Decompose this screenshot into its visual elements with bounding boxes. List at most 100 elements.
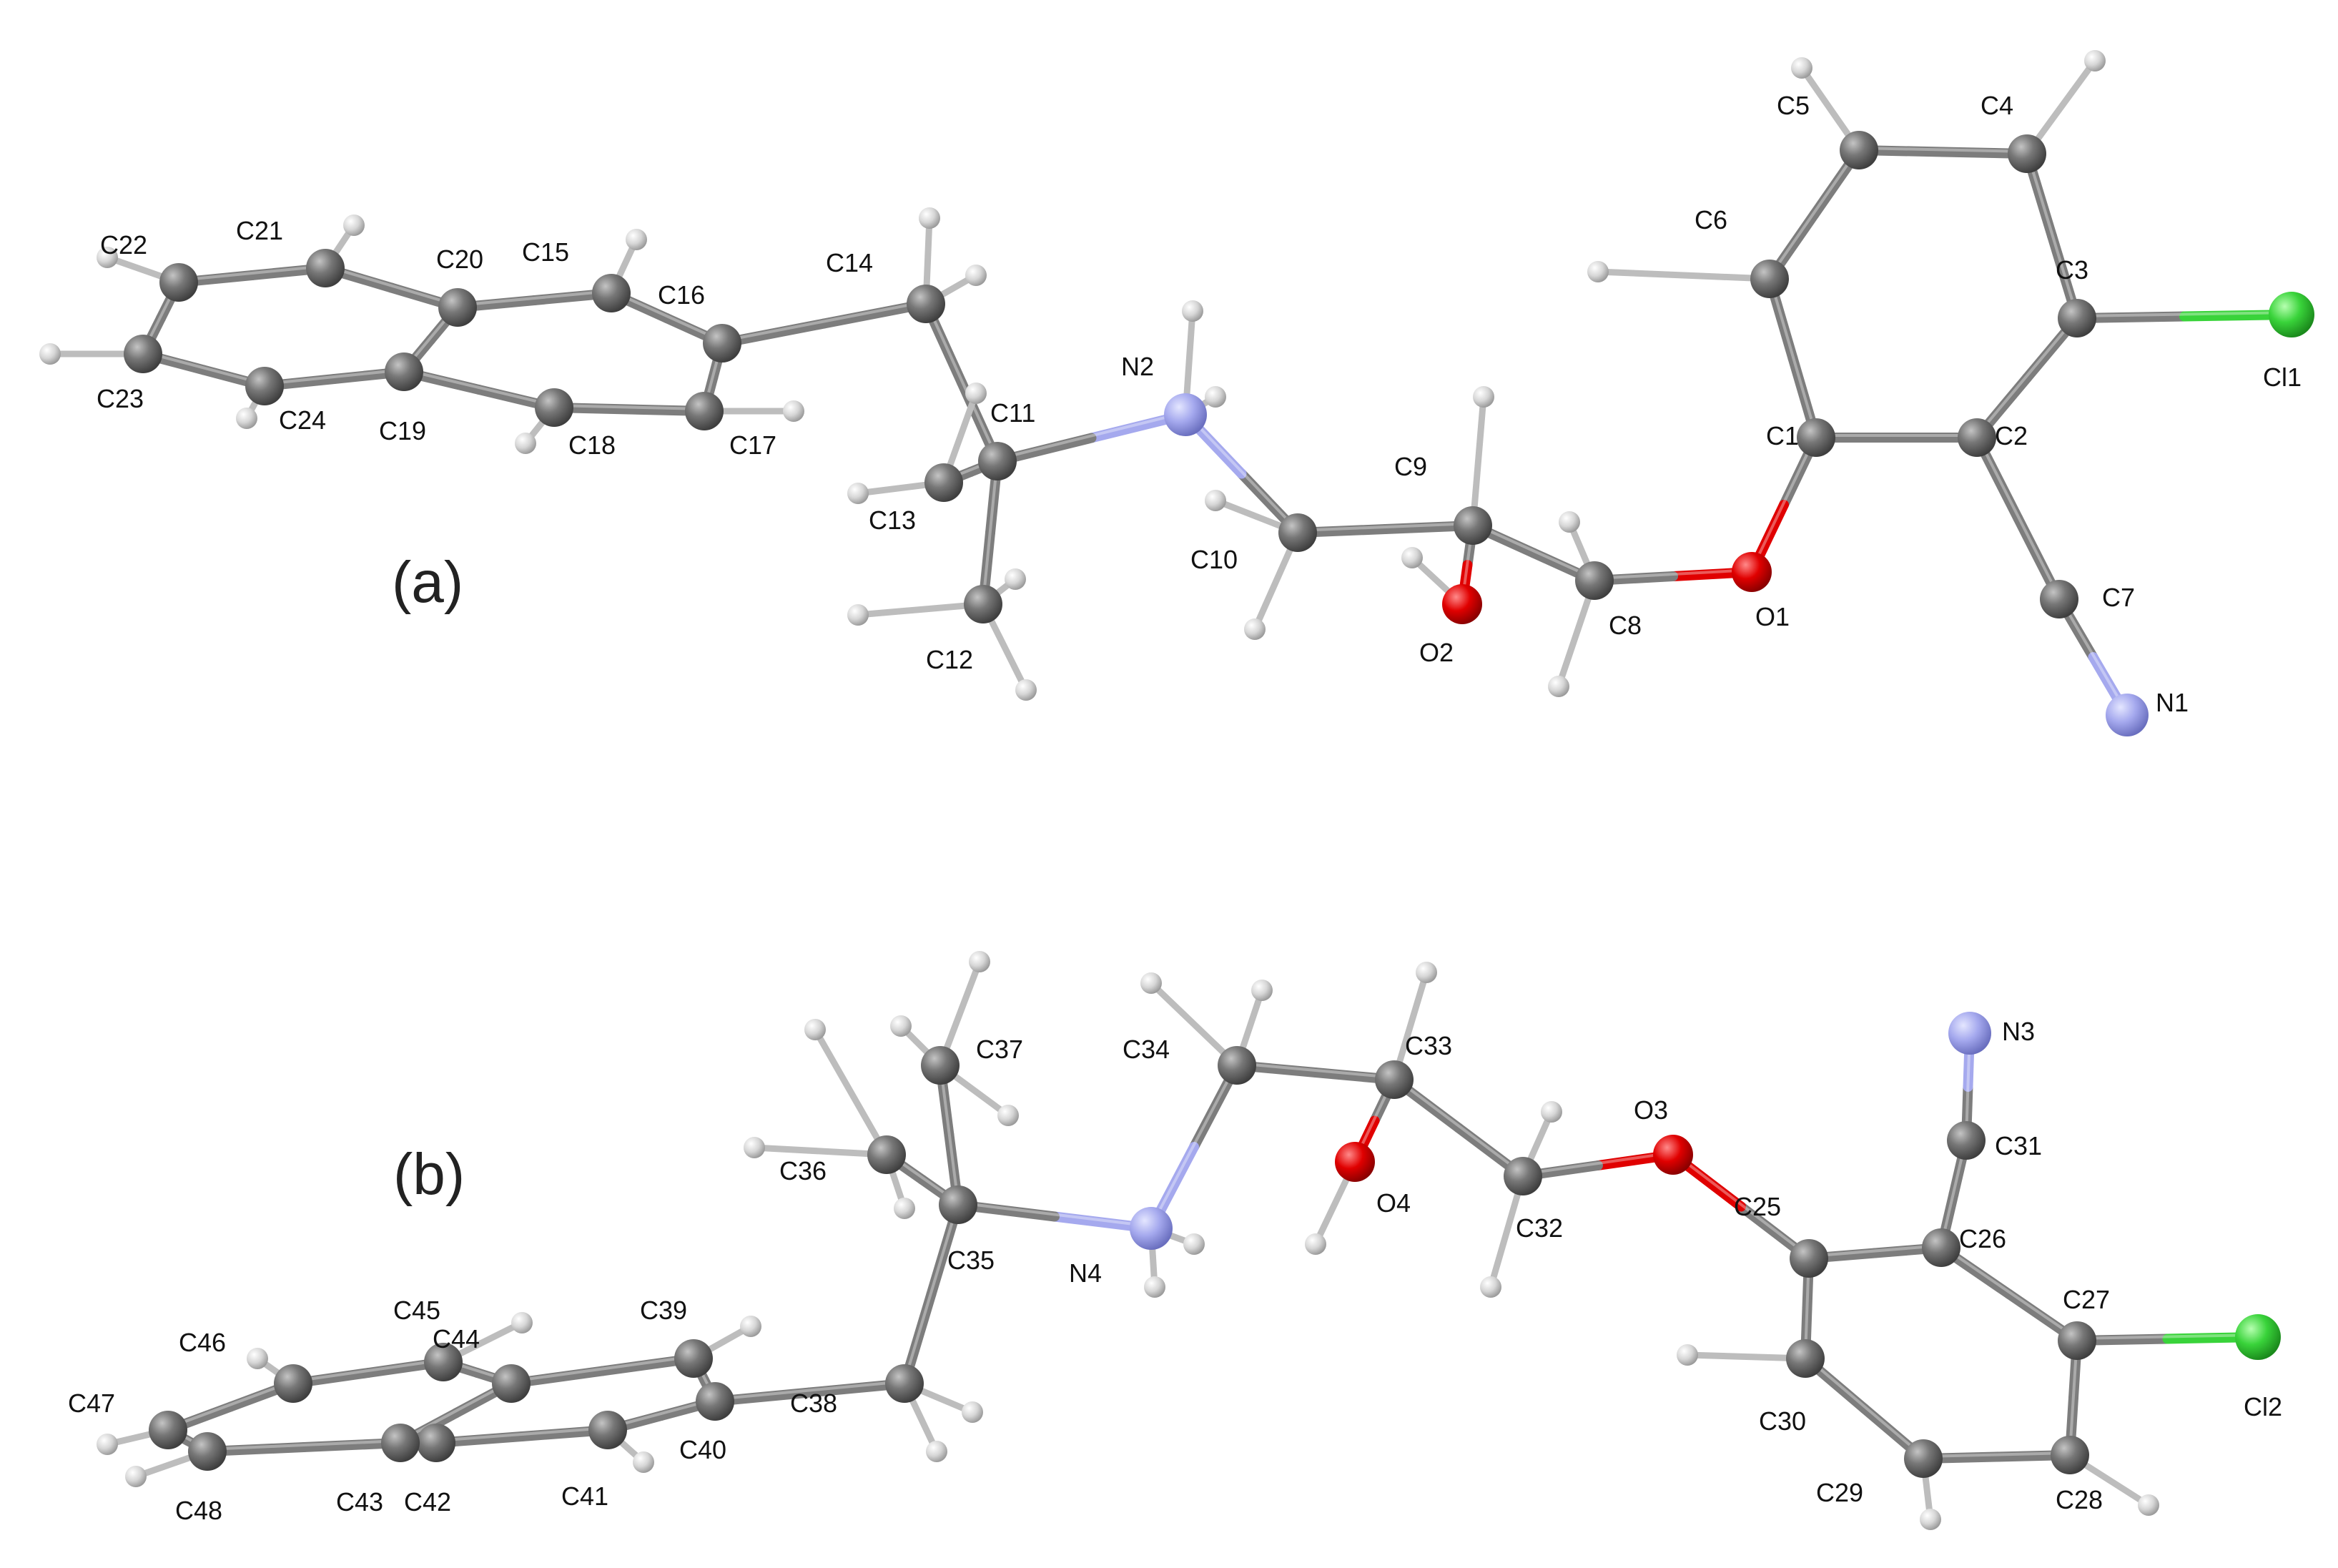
atom-label-O2: O2 (1419, 638, 1454, 667)
bond-O3-C32 (1518, 1150, 1678, 1181)
atom-C4 (2008, 134, 2046, 173)
atom-C33 (1375, 1060, 1414, 1099)
atom-label-C35: C35 (947, 1246, 995, 1275)
atom-C6 (1750, 260, 1789, 298)
atom-C2 (1958, 418, 1996, 457)
atom-C20 (438, 288, 477, 327)
hydrogen-atom (847, 601, 987, 626)
atom-C23 (124, 335, 162, 373)
bond-C42-C41 (431, 1425, 613, 1448)
atom-O2 (1442, 584, 1482, 624)
bond-C6-C1 (1765, 274, 1821, 443)
atom-label-C14: C14 (826, 248, 873, 277)
bond-C19-C18 (399, 367, 559, 413)
atom-label-C48: C48 (175, 1496, 222, 1525)
bond-O1-C8 (1589, 567, 1757, 586)
atom-C48 (188, 1432, 227, 1471)
atom-C11 (978, 442, 1017, 480)
atom-C36 (867, 1135, 906, 1174)
atom-C21 (306, 249, 345, 287)
atom-label-C3: C3 (2056, 255, 2088, 285)
panel-label-a: (a) (392, 550, 463, 615)
atom-C3 (2058, 299, 2096, 337)
atom-C27 (2058, 1321, 2096, 1360)
atom-C34 (1218, 1046, 1256, 1085)
bond-C10-N2 (1180, 410, 1303, 538)
atom-label-C7: C7 (2102, 583, 2135, 612)
bond-C11-C12 (978, 456, 1002, 609)
atom-C13 (924, 463, 963, 502)
atom-label-C1: C1 (1766, 421, 1799, 450)
atom-C1 (1797, 418, 1835, 457)
bond-C1-O1 (1747, 433, 1821, 577)
atom-label-C37: C37 (976, 1035, 1023, 1064)
atom-label-C45: C45 (393, 1296, 440, 1325)
atom-label-C31: C31 (1995, 1131, 2042, 1160)
atom-label-C23: C23 (97, 384, 144, 413)
atom-O1 (1732, 552, 1772, 592)
atom-C31 (1947, 1121, 1986, 1160)
bond-C4-C5 (1854, 145, 2032, 159)
atom-label-C19: C19 (379, 416, 426, 445)
atom-label-C47: C47 (68, 1389, 115, 1418)
bond-C46-C47 (163, 1379, 298, 1435)
hydrogen-atom (744, 1137, 890, 1158)
hydrogen-layer (39, 50, 2159, 1530)
atom-label-C30: C30 (1759, 1406, 1806, 1436)
atom-C24 (245, 367, 284, 405)
atom-C32 (1504, 1157, 1542, 1195)
atom-label-C32: C32 (1516, 1213, 1563, 1243)
atom-C25 (1790, 1239, 1828, 1278)
atom-C5 (1840, 131, 1878, 169)
atom-label-C25: C25 (1734, 1192, 1781, 1221)
atom-C15 (592, 274, 631, 312)
bond-C39-C44 (506, 1353, 699, 1389)
atom-C22 (159, 263, 198, 302)
atom-C30 (1786, 1339, 1825, 1378)
atom-label-C10: C10 (1190, 545, 1238, 574)
atom-label-N4: N4 (1069, 1258, 1102, 1288)
atoms-layer (124, 131, 2314, 1478)
atom-C10 (1278, 513, 1317, 552)
atom-label-C44: C44 (433, 1324, 480, 1353)
atom-C29 (1904, 1439, 1943, 1478)
bond-C3-C4 (2022, 149, 2082, 323)
hydrogen-atom (1140, 972, 1240, 1069)
bond-C27-Cl2 (2072, 1332, 2263, 1346)
atom-label-C28: C28 (2056, 1485, 2103, 1514)
hydrogen-atom (2023, 50, 2106, 157)
atom-C44 (492, 1364, 531, 1403)
atom-C28 (2051, 1436, 2089, 1474)
atom-label-C26: C26 (1959, 1224, 2006, 1253)
atom-label-C24: C24 (279, 405, 326, 435)
atom-label-C43: C43 (336, 1487, 383, 1517)
atom-N3 (1948, 1012, 1991, 1055)
bond-C28-C29 (1918, 1450, 2075, 1464)
atom-C35 (939, 1185, 977, 1224)
atom-label-C42: C42 (404, 1487, 451, 1517)
atom-label-C8: C8 (1609, 611, 1642, 640)
bond-C18-C17 (549, 403, 709, 416)
atom-C9 (1454, 506, 1492, 545)
bond-C1-C2 (1811, 433, 1982, 443)
hydrogen-atom (804, 1019, 890, 1158)
bond-C29-C30 (1800, 1353, 1928, 1464)
atom-label-C29: C29 (1816, 1478, 1863, 1507)
atom-label-C5: C5 (1777, 91, 1810, 120)
bond-C35-C38 (899, 1200, 963, 1389)
atom-C39 (674, 1339, 713, 1378)
atom-C16 (703, 324, 741, 363)
atom-label-C12: C12 (926, 645, 973, 674)
atom-N2 (1164, 393, 1207, 436)
atom-label-C46: C46 (179, 1328, 226, 1357)
bonds-layer (138, 145, 2297, 1464)
atom-C37 (921, 1046, 960, 1085)
hydrogen-atom (1469, 386, 1494, 529)
panel-label-b: (b) (393, 1142, 465, 1207)
bond-C15-C20 (453, 288, 616, 312)
atom-label-C15: C15 (522, 237, 569, 267)
bond-C3-Cl1 (2072, 310, 2297, 323)
atom-C14 (907, 285, 945, 323)
atom-label-Cl2: Cl2 (2244, 1392, 2282, 1421)
bond-C34-N4 (1146, 1060, 1242, 1233)
